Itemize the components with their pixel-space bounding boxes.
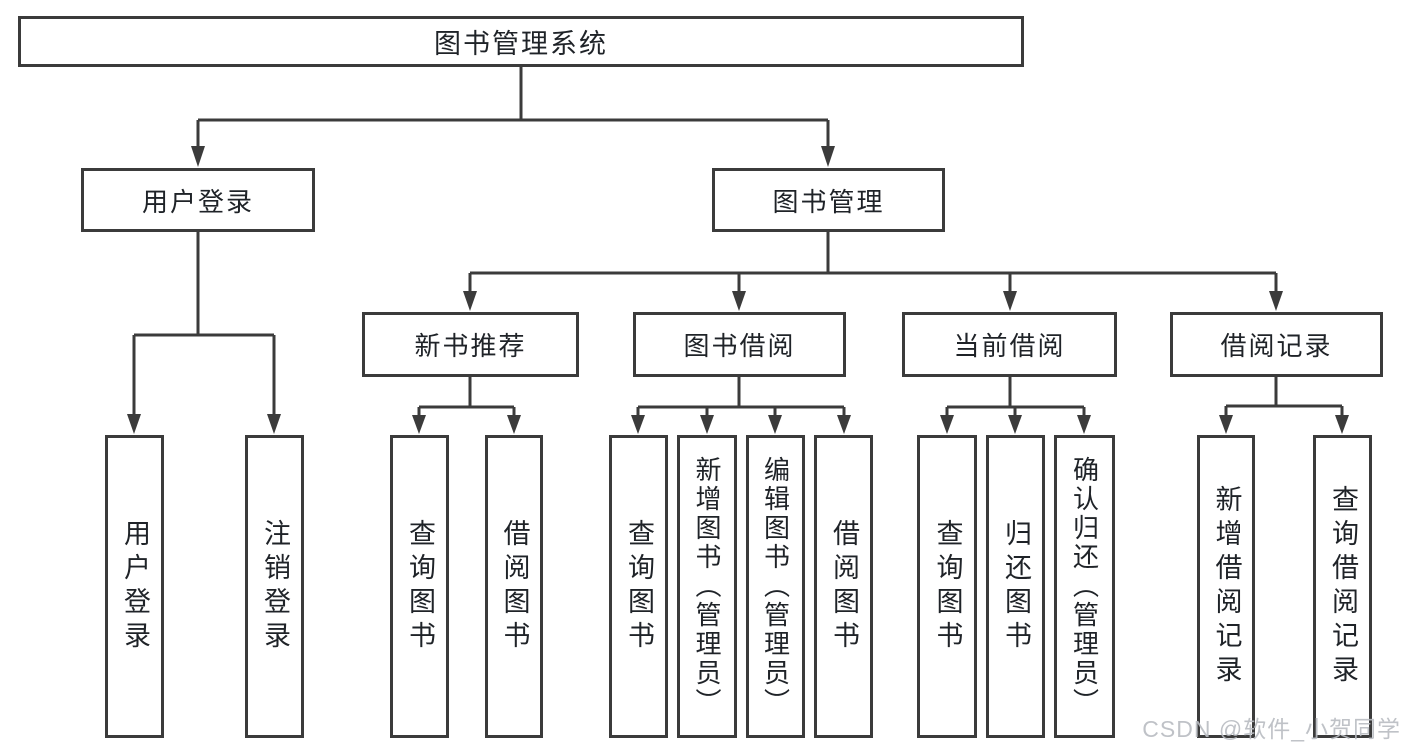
csdn-watermark: CSDN @软件_小贺同学	[1142, 716, 1401, 742]
leaf-edit-books-admin: 编辑图书（管理员）	[746, 435, 805, 738]
leaf-user-login-label: 用户登录	[120, 518, 150, 655]
leaf-logout: 注销登录	[245, 435, 304, 738]
leaf-borrow-books-recommend: 借阅图书	[485, 435, 543, 738]
connector-borrow-records-children	[1219, 377, 1349, 434]
leaf-return-books-label: 归还图书	[1001, 518, 1031, 655]
leaf-edit-books-admin-label: 编辑图书（管理员）	[760, 456, 791, 717]
leaf-query-borrow-record: 查询借阅记录	[1313, 435, 1372, 738]
node-current-borrow-label: 当前借阅	[953, 331, 1066, 361]
leaf-logout-label: 注销登录	[260, 518, 290, 655]
leaf-add-books-admin: 新增图书（管理员）	[677, 435, 737, 738]
node-current-borrow: 当前借阅	[902, 312, 1117, 377]
node-user-login-label: 用户登录	[141, 186, 254, 217]
connector-current-borrow-children	[940, 377, 1091, 434]
connector-book-borrow-children	[631, 377, 851, 434]
node-book-management: 图书管理	[712, 168, 945, 232]
node-book-borrow: 图书借阅	[633, 312, 846, 377]
leaf-add-borrow-record-label: 新增借阅记录	[1211, 484, 1242, 689]
leaf-query-books-current: 查询图书	[917, 435, 977, 738]
leaf-query-borrow-record-label: 查询借阅记录	[1328, 484, 1358, 689]
leaf-query-books-current-label: 查询图书	[932, 518, 963, 655]
leaf-confirm-return-admin: 确认归还（管理员）	[1054, 435, 1115, 738]
node-user-login: 用户登录	[81, 168, 315, 232]
connector-user-login-children	[127, 232, 281, 434]
leaf-borrow-books-label: 借阅图书	[829, 518, 859, 655]
node-root: 图书管理系统	[18, 16, 1024, 67]
connector-book-management-children	[463, 232, 1283, 311]
leaf-query-books-borrow: 查询图书	[609, 435, 668, 738]
leaf-borrow-books: 借阅图书	[814, 435, 873, 738]
connector-root-to-level2	[191, 67, 835, 167]
leaf-borrow-books-recommend-label: 借阅图书	[499, 518, 530, 655]
leaf-add-borrow-record: 新增借阅记录	[1197, 435, 1255, 738]
connector-new-book-recommend-children	[412, 377, 521, 434]
leaf-query-books-recommend: 查询图书	[390, 435, 449, 738]
node-borrow-records-label: 借阅记录	[1220, 331, 1333, 361]
node-root-label: 图书管理系统	[434, 29, 608, 59]
leaf-add-books-admin-label: 新增图书（管理员）	[692, 456, 722, 717]
node-new-book-recommend-label: 新书推荐	[414, 331, 527, 361]
leaf-query-books-recommend-label: 查询图书	[405, 518, 435, 655]
leaf-confirm-return-admin-label: 确认归还（管理员）	[1069, 456, 1100, 717]
node-new-book-recommend: 新书推荐	[362, 312, 579, 377]
node-book-borrow-label: 图书借阅	[683, 331, 796, 361]
leaf-query-books-borrow-label: 查询图书	[624, 518, 654, 655]
leaf-user-login: 用户登录	[105, 435, 164, 738]
node-borrow-records: 借阅记录	[1170, 312, 1383, 377]
node-book-management-label: 图书管理	[772, 186, 885, 217]
leaf-return-books: 归还图书	[986, 435, 1045, 738]
